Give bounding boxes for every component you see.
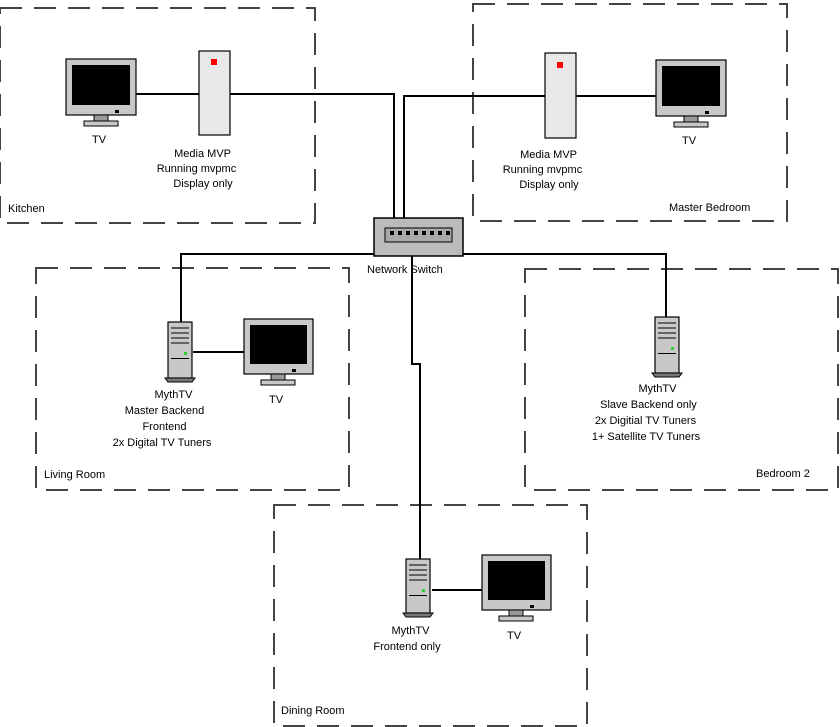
bedroom2-server-label: MythTV Slave Backend only 2x Digitial TV… xyxy=(592,383,701,443)
cable-switch-living xyxy=(180,253,374,322)
kitchen-tv-monitor-icon xyxy=(65,58,137,127)
kitchen-media-mvp-label: Media MVP Running mvpmc Display only xyxy=(157,148,240,190)
network-switch xyxy=(373,217,464,257)
dining-tv-monitor-icon xyxy=(481,554,552,622)
room-label-living-room: Living Room xyxy=(44,469,105,481)
dining-server-tower-icon xyxy=(402,558,434,618)
living-server-tower-icon xyxy=(164,321,196,383)
network-switch-label: Network Switch xyxy=(367,264,443,276)
cable-master-mvp-switch xyxy=(403,95,545,232)
cable-kitchen-mvp-switch xyxy=(230,93,395,232)
cable-switch-bedroom2 xyxy=(463,253,667,317)
master-tv-label: TV xyxy=(682,135,697,147)
room-living-room-box xyxy=(35,267,350,491)
living-tv-monitor-icon xyxy=(243,318,314,386)
master-media-mvp-icon xyxy=(544,52,577,139)
room-dining-room-box xyxy=(273,504,588,727)
dining-server-label: MythTV Frontend only xyxy=(373,625,441,653)
master-tv-monitor-icon xyxy=(655,59,727,128)
room-label-master-bedroom: Master Bedroom xyxy=(669,202,750,214)
bedroom2-server-tower-icon xyxy=(651,316,683,378)
living-tv-label: TV xyxy=(269,394,284,406)
room-label-bedroom-2: Bedroom 2 xyxy=(756,468,810,480)
room-kitchen-box xyxy=(0,7,316,224)
room-label-dining-room: Dining Room xyxy=(281,705,345,717)
dining-tv-label: TV xyxy=(507,630,522,642)
kitchen-media-mvp-icon xyxy=(198,50,231,136)
room-master-bedroom-box xyxy=(472,3,788,222)
cable-switch-dining xyxy=(411,256,421,559)
room-label-kitchen: Kitchen xyxy=(8,203,45,215)
master-media-mvp-label: Media MVP Running mvpmc Display only xyxy=(503,149,586,191)
kitchen-tv-label: TV xyxy=(92,134,107,146)
living-server-label: MythTV Master Backend Frontend 2x Digita… xyxy=(113,389,212,449)
room-bedroom-2-box xyxy=(524,268,839,491)
